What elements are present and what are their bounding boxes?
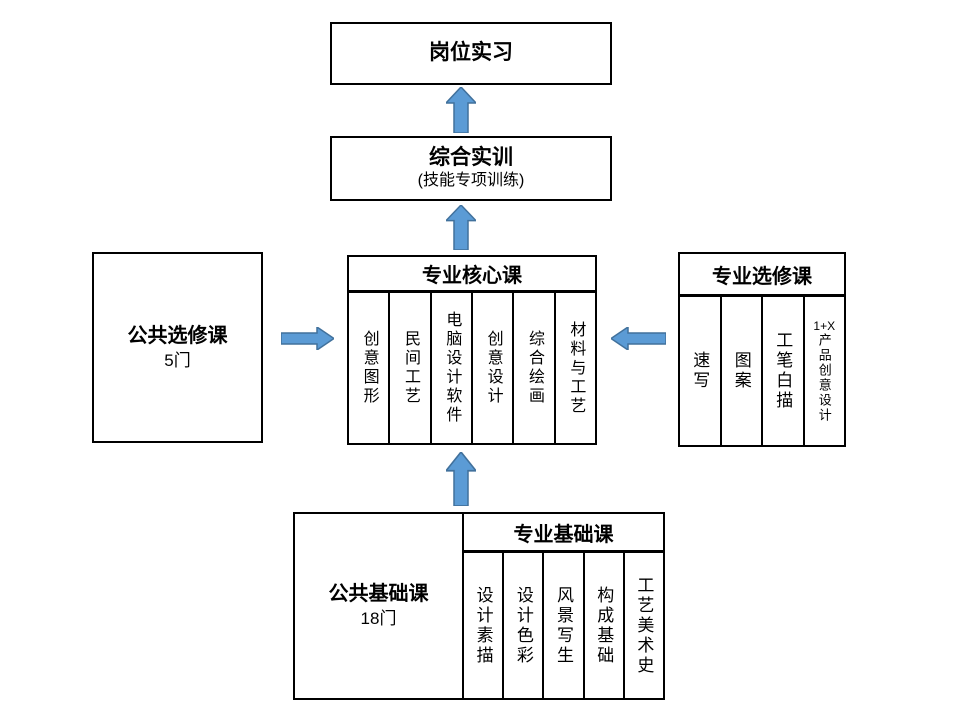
core-course-column: 民间工艺 [388,293,429,443]
core-course-column: 电脑设计软件 [429,293,471,443]
internship-label: 岗位实习 [429,41,513,65]
public-elective-label: 公共选修课 [127,324,228,347]
public-elective-box: 公共选修课 5门 [92,252,263,443]
professional-foundation-header-label: 专业基础课 [513,523,614,546]
core-table-header: 专业核心课 [349,257,595,293]
elective-course-column: 工笔白描 [761,297,803,445]
core-table-columns: 创意图形 民间工艺 电脑设计软件 创意设计 综合绘画 材料与工艺 [349,293,595,443]
core-course-column: 材料与工艺 [553,293,595,443]
core-course-column: 综合绘画 [512,293,553,443]
professional-elective-header-label: 专业选修课 [712,265,812,288]
foundation-section: 公共基础课 18门 专业基础课 设计素描 设计色彩 风景写生 构成基础 工艺美术… [293,512,665,700]
elective-course-column: 图案 [719,297,762,445]
elective-1x-label: 产品创意设计 [816,332,832,423]
training-box: 综合实训 (技能专项训练) [330,136,612,201]
arrow-up-foundation-to-core-icon [446,452,476,506]
foundation-course-column: 构成基础 [582,553,623,698]
core-course-column: 创意设计 [470,293,512,443]
public-foundation-box: 公共基础课 18门 [295,514,464,698]
foundation-course-column: 风景写生 [542,553,582,698]
training-label: 综合实训 [429,145,513,169]
professional-elective-columns: 速写 图案 工笔白描 1+X 产品创意设计 [680,297,844,445]
core-course-table: 专业核心课 创意图形 民间工艺 电脑设计软件 创意设计 综合绘画 材料与工艺 [347,255,597,445]
elective-1x-prefix: 1+X [813,318,836,333]
professional-elective-header: 专业选修课 [680,254,844,297]
arrow-up-core-to-training-icon [446,205,476,250]
public-foundation-count: 18门 [360,609,397,629]
internship-box: 岗位实习 [330,22,612,85]
core-table-header-label: 专业核心课 [422,265,522,287]
public-foundation-label: 公共基础课 [328,583,429,606]
arrow-up-training-to-internship-icon [446,87,476,133]
training-sublabel: (技能专项训练) [417,172,525,190]
core-course-column: 创意图形 [360,330,378,406]
foundation-course-column: 设计色彩 [502,553,542,698]
foundation-course-column: 工艺美术史 [622,553,663,698]
elective-course-column-1x: 1+X 产品创意设计 [802,297,845,445]
arrow-left-professional-elective-to-core-icon [611,327,666,350]
professional-foundation-table: 专业基础课 设计素描 设计色彩 风景写生 构成基础 工艺美术史 [464,514,663,698]
professional-elective-table: 专业选修课 速写 图案 工笔白描 1+X 产品创意设计 [678,252,846,447]
public-elective-count: 5门 [164,350,191,370]
foundation-course-column: 设计素描 [473,585,493,666]
elective-course-column: 速写 [690,351,710,391]
professional-foundation-header: 专业基础课 [464,514,663,553]
professional-foundation-columns: 设计素描 设计色彩 风景写生 构成基础 工艺美术史 [464,553,663,698]
arrow-right-public-elective-to-core-icon [281,327,334,350]
